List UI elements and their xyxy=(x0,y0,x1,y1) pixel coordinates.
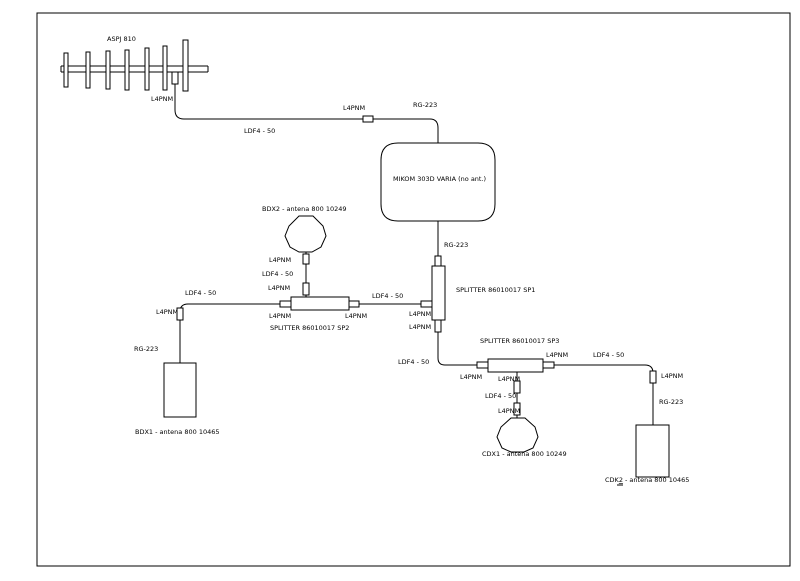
yagi-antenna-aspj810 xyxy=(60,39,209,92)
feed-cable xyxy=(174,84,439,143)
sp1-sp3-cable xyxy=(437,332,477,366)
sp2-left-connector-label: L4PNM xyxy=(269,312,291,320)
feed-connector-label: L4PNM xyxy=(343,104,365,112)
sp1-bottom-connector xyxy=(434,319,442,333)
sp2-bdx1-cable xyxy=(179,303,280,363)
sp3-in-cable-label: LDF4 - 50 xyxy=(398,358,429,366)
repeater-mikom xyxy=(380,142,496,222)
splitter-sp1 xyxy=(431,265,446,321)
sp3-bottom-connector-label: L4PNM xyxy=(498,375,520,383)
sp3-left-connector xyxy=(476,361,489,369)
repeater-out-connector xyxy=(434,255,442,267)
sp1-label: SPLITTER 86010017 SP1 xyxy=(456,286,535,294)
cdk2-antenna xyxy=(635,424,670,478)
splitter-sp2 xyxy=(290,296,350,311)
bdx1-connector-label: L4PNM xyxy=(156,308,178,316)
sp1-left-connector-label: L4PNM xyxy=(409,310,431,318)
sp3-left-connector-label: L4PNM xyxy=(460,373,482,381)
sp3-right-connector xyxy=(542,361,555,369)
bdx2-lower-connector-label: L4PNM xyxy=(268,284,290,292)
bdx1-connector xyxy=(176,307,184,321)
feed-connector xyxy=(362,115,374,123)
splitter-sp3 xyxy=(487,358,544,373)
cdk2-label-prefix: CDK xyxy=(605,476,620,484)
cdx1-cable-label: LDF4 - 50 xyxy=(485,392,516,400)
feed-cable-label: LDF4 - 50 xyxy=(244,127,275,135)
sp2-left-connector xyxy=(279,300,292,308)
bdx2-antenna xyxy=(284,215,327,253)
sp3-label: SPLITTER 86010017 SP3 xyxy=(480,337,559,345)
sp1-left-connector xyxy=(420,300,433,308)
sp3-cdk2-cable xyxy=(554,364,654,425)
bdx2-label: BDX2 - antena 800 10249 xyxy=(262,205,347,213)
cdk2-label-underlined: 2 xyxy=(619,476,623,484)
bdx2-connector xyxy=(302,253,310,265)
bdx2-cable-label: LDF4 - 50 xyxy=(262,270,293,278)
antenna-top-connector-label: L4PNM xyxy=(151,95,173,103)
feed-rg-label: RG-223 xyxy=(413,101,437,109)
cdk2-rg-label: RG-223 xyxy=(659,398,683,406)
sp2-left-cable-label: LDF4 - 50 xyxy=(185,289,216,297)
sp2-label: SPLITTER 86010017 SP2 xyxy=(270,324,349,332)
bdx2-lower-connector xyxy=(302,282,310,296)
repeater-label: MIKOM 303D VARIA (no ant.) xyxy=(393,175,486,183)
cdx1-antenna xyxy=(496,417,539,453)
sp2-right-connector-label: L4PNM xyxy=(345,312,367,320)
bdx1-antenna xyxy=(163,362,197,418)
repeater-rg-out-label: RG-223 xyxy=(444,241,468,249)
cdk2-connector xyxy=(649,370,657,384)
sp1-bottom-connector-label: L4PNM xyxy=(409,323,431,331)
sp2-right-cable-label: LDF4 - 50 xyxy=(372,292,403,300)
sp3-right-cable-label: LDF4 - 50 xyxy=(593,351,624,359)
bdx2-connector-label: L4PNM xyxy=(269,256,291,264)
sp3-right-connector-label: L4PNM xyxy=(546,351,568,359)
cdk2-label-suffix: - antena 800 10465 xyxy=(623,476,689,484)
sp2-right-connector xyxy=(348,300,360,308)
cdx1-connector xyxy=(513,402,521,416)
cdk2-connector-label: L4PNM xyxy=(661,372,683,380)
sp3-bottom-connector xyxy=(513,380,521,394)
cdk2-label: CDK2 - antena 800 10465 xyxy=(605,476,689,484)
bdx1-label: BDX1 - antena 800 10465 xyxy=(135,428,220,436)
antenna-top-label: ASPJ 810 xyxy=(107,35,136,43)
drawing-frame xyxy=(36,12,791,567)
bdx1-rg-label: RG-223 xyxy=(134,345,158,353)
cdx1-label: CDX1 - antena 800 10249 xyxy=(482,450,567,458)
cdx1-connector-label: L4PNM xyxy=(498,407,520,415)
